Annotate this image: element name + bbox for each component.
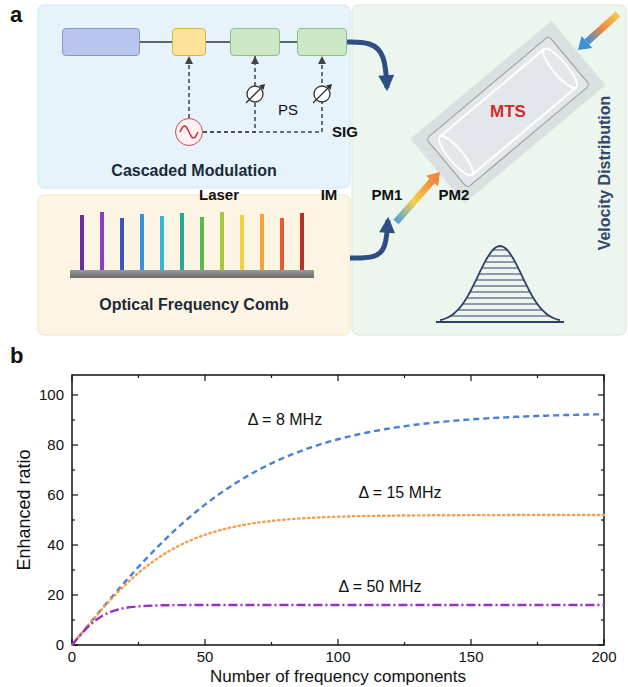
optical-fiber bbox=[140, 41, 172, 43]
tick-label: 20 bbox=[47, 586, 64, 603]
node-label: Laser bbox=[199, 186, 239, 203]
laser-beam bbox=[396, 172, 440, 222]
axis-title: Number of frequency components bbox=[210, 667, 466, 687]
vapor-cell bbox=[411, 21, 606, 204]
tick-label: 80 bbox=[47, 436, 64, 453]
comb-base bbox=[70, 270, 314, 278]
tick-label: 100 bbox=[39, 386, 64, 403]
tick-label: 0 bbox=[56, 636, 64, 653]
signal-line bbox=[188, 56, 190, 118]
side-title: Velocity Distribution bbox=[596, 96, 614, 251]
optical-fiber bbox=[206, 41, 230, 43]
phase-modulator-box: PM1 bbox=[230, 28, 280, 56]
node-label: PM1 bbox=[372, 186, 403, 203]
panel-ground bbox=[352, 5, 626, 335]
phase-modulator-box: PM2 bbox=[297, 28, 347, 56]
phase-shifter-symbol bbox=[313, 84, 332, 103]
line-chart bbox=[72, 375, 604, 645]
panel-title: MTS bbox=[490, 102, 526, 122]
modulation-panel: Cascaded Modulation Laser IM PM1 PM2SIG bbox=[38, 5, 350, 188]
curve-label: Δ = 15 MHz bbox=[358, 484, 441, 502]
tick-label: 200 bbox=[591, 648, 616, 665]
panel-title: Cascaded Modulation bbox=[111, 162, 276, 180]
phase-shifter-symbol bbox=[246, 84, 265, 103]
laser-box: Laser bbox=[62, 28, 140, 56]
panel-ground bbox=[38, 195, 350, 335]
optical-fiber bbox=[280, 41, 297, 43]
panel-ground bbox=[38, 5, 350, 188]
panel-letter: a bbox=[10, 2, 22, 27]
panel-letter: b bbox=[10, 343, 23, 368]
tick-label: 40 bbox=[47, 536, 64, 553]
data-curve bbox=[72, 515, 604, 645]
tick-label: 60 bbox=[47, 486, 64, 503]
phase-shifter-label: PS bbox=[278, 101, 298, 118]
comb-lines bbox=[82, 212, 302, 271]
curve-label: Δ = 8 MHz bbox=[248, 411, 322, 429]
tick-label: 100 bbox=[325, 648, 350, 665]
tick-label: 0 bbox=[68, 648, 76, 665]
panel-title: Optical Frequency Comb bbox=[99, 296, 288, 314]
node-label: IM bbox=[321, 186, 338, 203]
axis-title: Enhanced ratio bbox=[14, 449, 35, 570]
node-label: PM2 bbox=[439, 186, 470, 203]
sine-symbol bbox=[175, 118, 203, 146]
curve-label: Δ = 50 MHz bbox=[338, 578, 421, 596]
flow-arrow bbox=[347, 42, 387, 88]
flow-arrow bbox=[350, 220, 388, 258]
laser-beam bbox=[578, 14, 618, 50]
tick-label: 150 bbox=[458, 648, 483, 665]
data-curve bbox=[72, 605, 604, 645]
mts-panel: MTS Velocity Distribution bbox=[352, 5, 626, 335]
data-curve bbox=[72, 414, 604, 645]
intensity-modulator-box: IM bbox=[172, 28, 206, 56]
signal-line bbox=[203, 56, 322, 132]
signal-generator-circle: SIG bbox=[175, 118, 203, 146]
frequency-comb-panel: Optical Frequency Comb bbox=[38, 195, 350, 335]
tick-label: 50 bbox=[197, 648, 214, 665]
velocity-distribution-curve bbox=[436, 246, 564, 322]
